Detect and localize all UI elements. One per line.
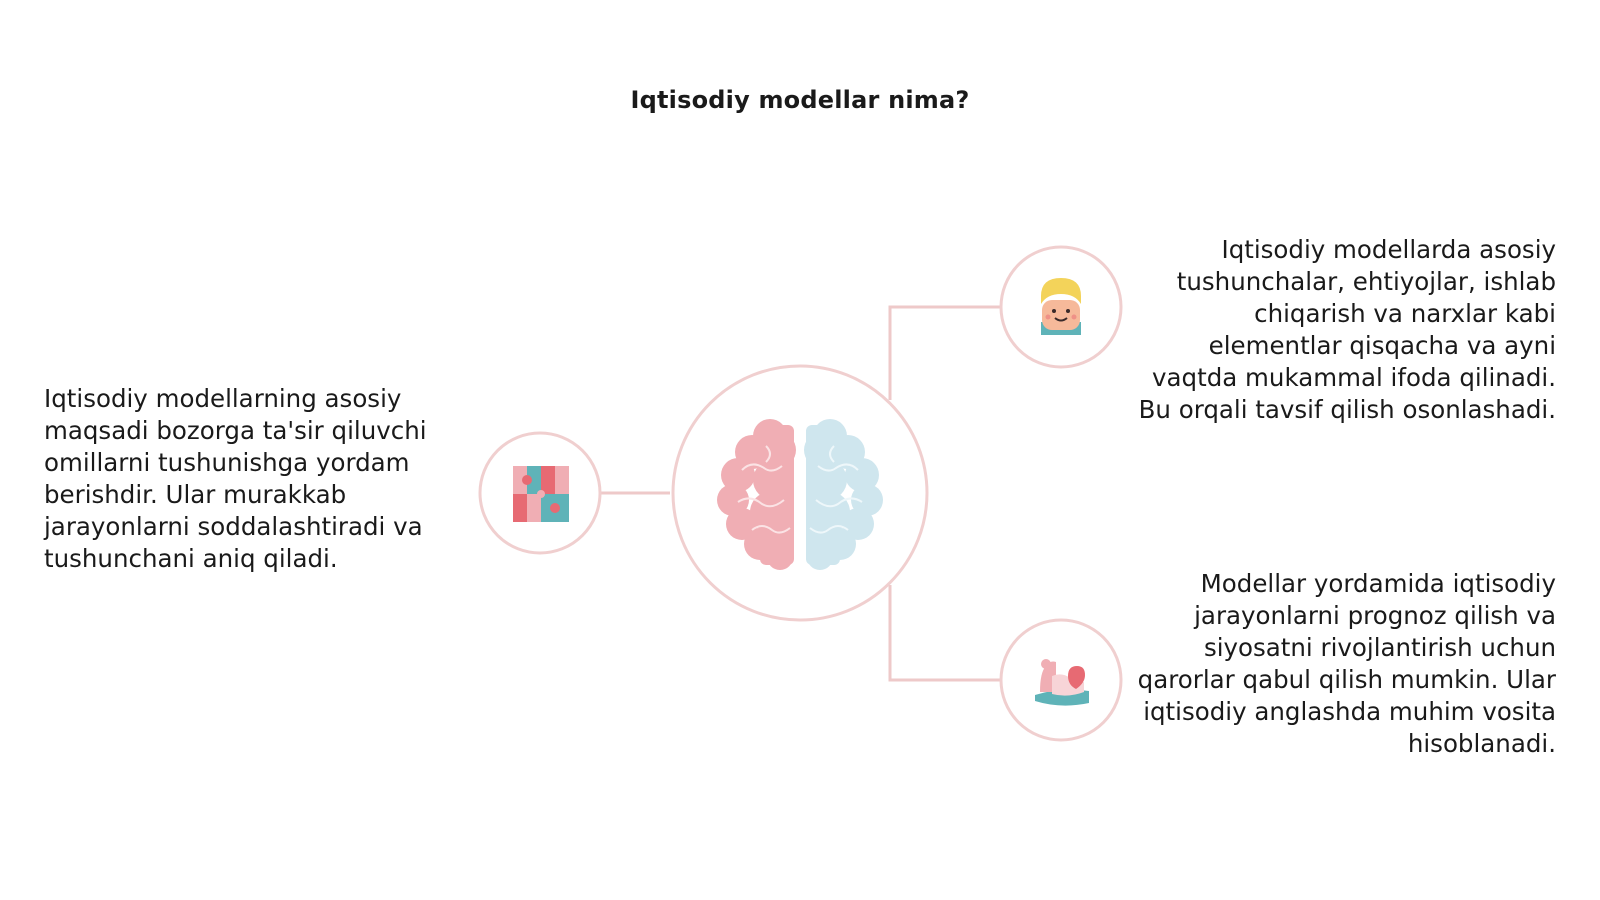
slide-title: Iqtisodiy modellar nima? [630,86,970,114]
connector-top-right [888,305,1001,400]
center-node [671,364,929,622]
right-bottom-node [999,618,1123,742]
hand-heart-icon [1035,659,1089,706]
text-left: Iqtisodiy modellarning asosiy maqsadi bo… [44,384,427,573]
right-top-node [999,245,1123,369]
text-right-top: Iqtisodiy modellarda asosiy tushunchalar… [1138,235,1556,424]
connector-bottom-right [888,585,1001,682]
left-node [478,431,602,555]
text-right-bottom: Modellar yordamida iqtisodiy jarayonlarn… [1137,569,1556,758]
brain-icon [717,419,883,570]
puzzle-icon [513,466,569,522]
person-icon [1041,278,1081,335]
connectors [600,305,1001,682]
